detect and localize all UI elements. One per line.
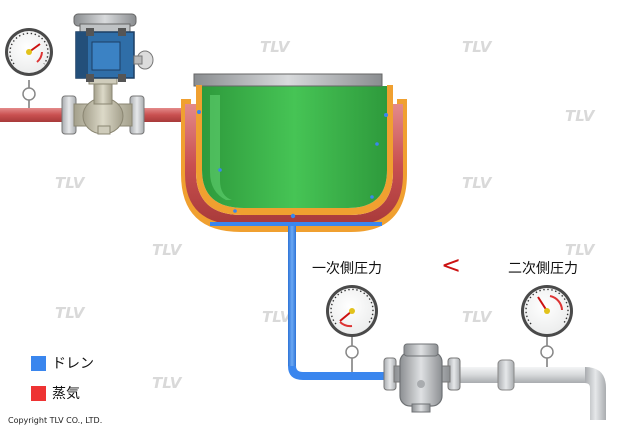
discharge-pipe — [455, 359, 606, 420]
watermark-text: TLV — [565, 241, 596, 259]
watermark-text: TLV — [462, 38, 493, 56]
watermark-text: TLV — [152, 374, 183, 392]
legend-label: ドレン — [52, 356, 94, 372]
siphon-loop — [540, 345, 554, 359]
watermark-text: TLV — [55, 304, 86, 322]
secondary-pressure-label: 二次側圧力 — [508, 261, 578, 277]
secondary-pressure-gauge — [521, 285, 573, 337]
less-than-sign: < — [441, 251, 462, 279]
jacketed-vessel — [181, 73, 407, 232]
siphon-loop — [22, 87, 36, 101]
watermark-text: TLV — [462, 308, 493, 326]
steam-color-swatch — [31, 385, 46, 401]
siphon-loop — [345, 345, 359, 359]
watermark-text: TLV — [55, 174, 86, 192]
primary-pressure-label: 一次側圧力 — [312, 261, 382, 277]
valve-actuator — [73, 13, 154, 82]
legend-label: 蒸気 — [52, 386, 80, 402]
control-valve — [61, 75, 145, 135]
supply-pressure-gauge — [5, 28, 53, 76]
watermark-text: TLV — [462, 174, 493, 192]
legend-item-drain: ドレン — [31, 353, 94, 373]
watermark-text: TLV — [262, 308, 293, 326]
watermark-text: TLV — [260, 38, 291, 56]
primary-pressure-gauge — [326, 285, 378, 337]
copyright-notice: Copyright TLV CO., LTD. — [8, 416, 103, 425]
drain-color-swatch — [31, 355, 46, 371]
steam-trap — [383, 343, 461, 413]
watermark-text: TLV — [152, 241, 183, 259]
condensate-drain-line — [288, 226, 392, 380]
legend-item-steam: 蒸気 — [31, 383, 80, 403]
watermarks: TLV TLV TLV TLV TLV TLV TLV TLV TLV TLV … — [55, 38, 596, 392]
watermark-text: TLV — [565, 107, 596, 125]
steam-supply-pipe — [0, 108, 185, 122]
